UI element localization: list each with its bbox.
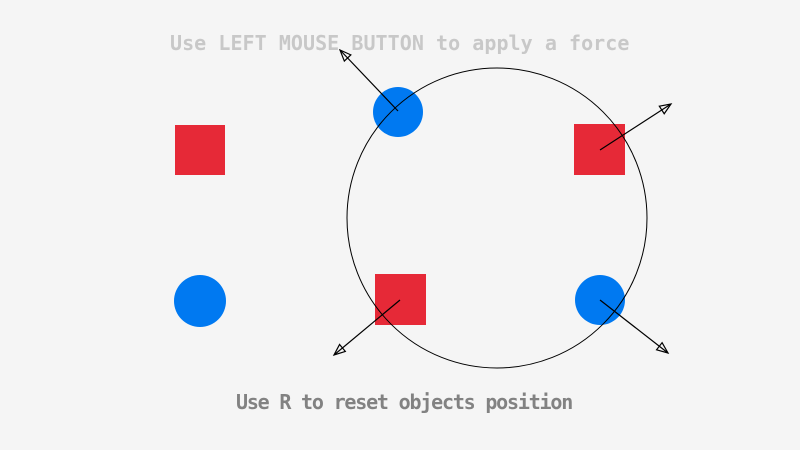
- red-box[interactable]: [175, 125, 225, 175]
- force-field-circle: [346, 67, 648, 369]
- force-arrow: [599, 104, 671, 151]
- blue-ball[interactable]: [373, 87, 423, 137]
- force-arrow: [340, 50, 399, 112]
- instruction-apply-force: Use LEFT MOUSE BUTTON to apply a force: [170, 31, 630, 55]
- force-arrow: [599, 299, 668, 353]
- red-box[interactable]: [574, 124, 625, 175]
- instruction-reset: Use R to reset objects position: [236, 390, 573, 414]
- blue-ball[interactable]: [174, 275, 226, 327]
- force-arrow: [334, 299, 401, 355]
